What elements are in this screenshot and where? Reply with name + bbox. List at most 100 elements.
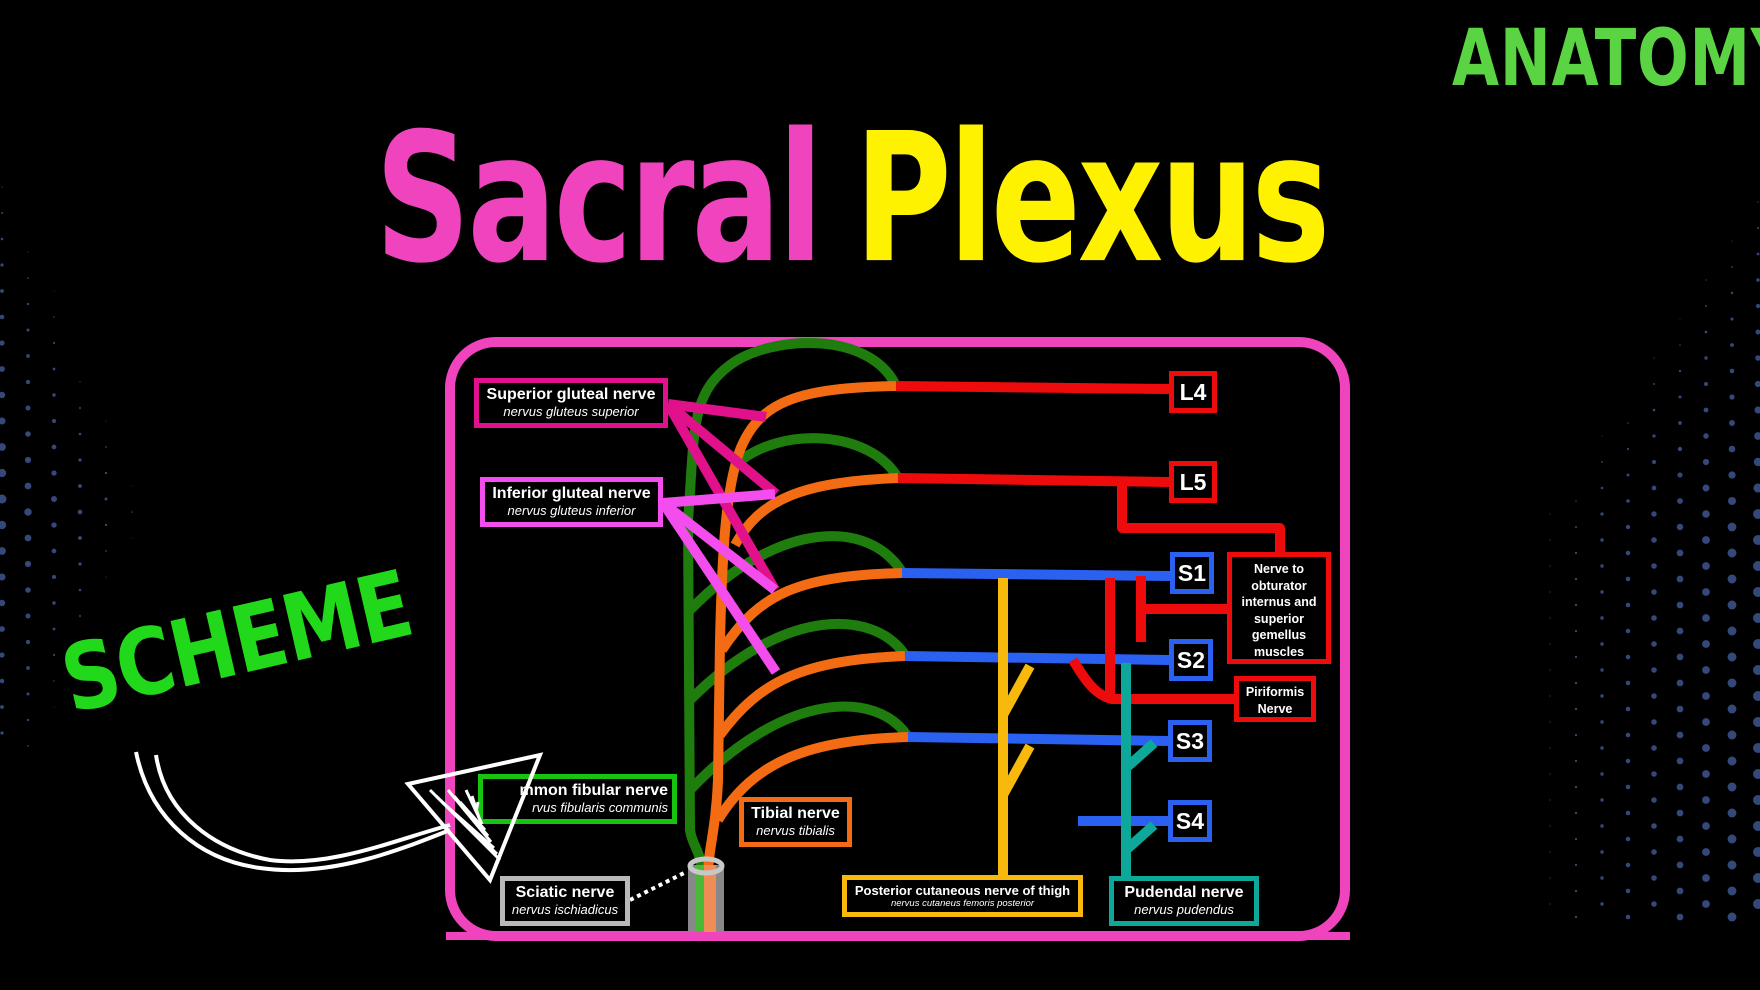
halftone-dot [1702,796,1710,804]
halftone-dot [1753,613,1760,623]
halftone-dot [1676,731,1684,739]
halftone-dot [53,316,55,318]
posterior-cutaneous-nerve-name: Posterior cutaneous nerve of thigh [854,883,1071,898]
halftone-dot [0,443,6,451]
halftone-dot [53,290,55,292]
halftone-dot [0,237,4,241]
sciatic-nerve-latin: nervus ischiadicus [511,902,619,917]
halftone-dot [0,314,5,320]
halftone-dot [1626,499,1630,503]
halftone-dot [1702,536,1710,544]
halftone-dot [1676,861,1684,869]
halftone-dot [0,263,4,267]
halftone-dot [1702,640,1710,648]
halftone-dot [1600,746,1604,750]
halftone-dot [131,485,133,487]
halftone-dot [1625,914,1631,920]
halftone-dot [1574,889,1578,893]
halftone-dot [1753,717,1760,727]
halftone-dot [1728,497,1736,505]
halftone-dot [1727,886,1737,896]
halftone-dot [1625,836,1631,842]
halftone-dot [1703,381,1709,387]
sciatic-nerve-label: Sciatic nerve nervus ischiadicus [500,876,630,926]
piriformis-nerve-label: Piriformis Nerve [1234,676,1316,722]
halftone-dot [0,494,7,504]
halftone-dot [1676,679,1684,687]
halftone-dot [51,522,57,528]
halftone-dot [1574,785,1578,789]
halftone-dot [1549,513,1551,515]
halftone-dot [1600,642,1604,646]
halftone-dot [0,652,5,658]
halftone-dot [1753,795,1760,805]
halftone-dot [78,484,82,488]
halftone-dot [1574,733,1578,737]
halftone-dot [1702,848,1710,856]
arrow-head-scribble [458,801,487,831]
halftone-dot [1574,525,1578,529]
root-S2-box: S2 [1169,639,1213,681]
obturator-internus-nerve-label: Nerve to obturator internus and superior… [1227,552,1331,664]
halftone-dot [1652,434,1656,438]
superior-gluteal-branch-l5 [664,400,780,498]
halftone-dot [1575,500,1577,502]
halftone-dot [25,405,31,411]
sciatic-pointer-dotted-line [629,870,687,902]
halftone-dot [1702,744,1710,752]
halftone-dot [1600,772,1604,776]
halftone-dot [1625,550,1631,556]
halftone-dot [1727,548,1737,558]
halftone-dot [1651,563,1657,569]
halftone-dot [1676,523,1684,531]
halftone-dot [1753,509,1760,519]
halftone-dot [1600,694,1604,698]
posterior-division-arc-s3 [686,701,913,794]
halftone-dot [1574,551,1578,555]
halftone-dot [1600,850,1604,854]
halftone-dot [1678,421,1682,425]
halftone-dot [1600,720,1604,724]
halftone-dot [1651,797,1657,803]
halftone-dot [1653,357,1655,359]
halftone-dot [1549,877,1551,879]
halftone-dot [1574,577,1578,581]
halftone-dot [53,706,55,708]
halftone-dot [1679,344,1681,346]
inferior-gluteal-nerve-label: Inferior gluteal nerve nervus gluteus in… [480,477,663,527]
halftone-dot [1731,266,1733,268]
halftone-dot [1702,588,1710,596]
pudendal-branch-s4 [1122,821,1158,854]
halftone-dot [1727,730,1737,740]
halftone-dot [1600,564,1604,568]
arrow-shaft-inner [154,754,451,864]
halftone-dot [1625,784,1631,790]
root-S3-box: S3 [1168,720,1212,762]
halftone-dot [1600,538,1604,542]
halftone-dot [1651,615,1657,621]
halftone-dot [1753,743,1760,753]
halftone-dot [25,431,31,437]
halftone-dot [52,653,56,657]
halftone-dot [1753,457,1760,467]
halftone-dot [0,391,6,399]
anterior-division-arc-s3 [713,732,909,823]
halftone-dot [1574,655,1578,659]
halftone-dot [0,573,6,581]
arrow-shaft-outer [134,751,451,873]
halftone-dot [1651,641,1657,647]
halftone-dot [1549,851,1551,853]
l5-root-line [897,473,1170,487]
halftone-dot [25,639,31,645]
halftone-dot [79,641,81,643]
halftone-dot [1625,602,1631,608]
halftone-dot [51,548,57,554]
inferior-gluteal-branch-s2 [658,500,781,675]
halftone-dot [26,718,30,722]
halftone-dot [1676,835,1684,843]
halftone-dot [1625,862,1631,868]
halftone-dot [1549,643,1551,645]
halftone-dot [52,341,56,345]
piriformis-line-1: Piriformis [1245,685,1305,699]
root-L4-box: L4 [1169,371,1217,413]
